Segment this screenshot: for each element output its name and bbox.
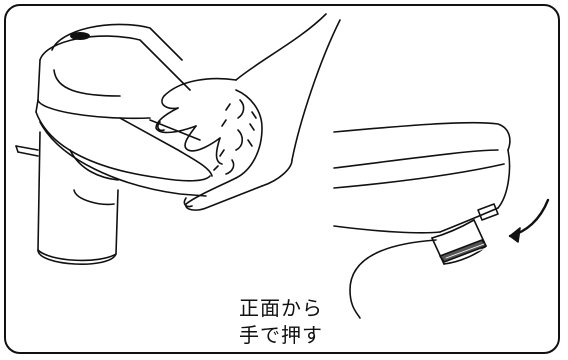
caption-line-1: 正面から [239,296,323,320]
caption-line-2: 手で押す [239,323,323,347]
instruction-caption: 正面から 手で押す [226,295,336,349]
hand-illustration [155,13,341,211]
faucet-illustration [15,23,213,265]
instruction-frame [4,4,560,354]
aerator-illustration [333,121,550,319]
